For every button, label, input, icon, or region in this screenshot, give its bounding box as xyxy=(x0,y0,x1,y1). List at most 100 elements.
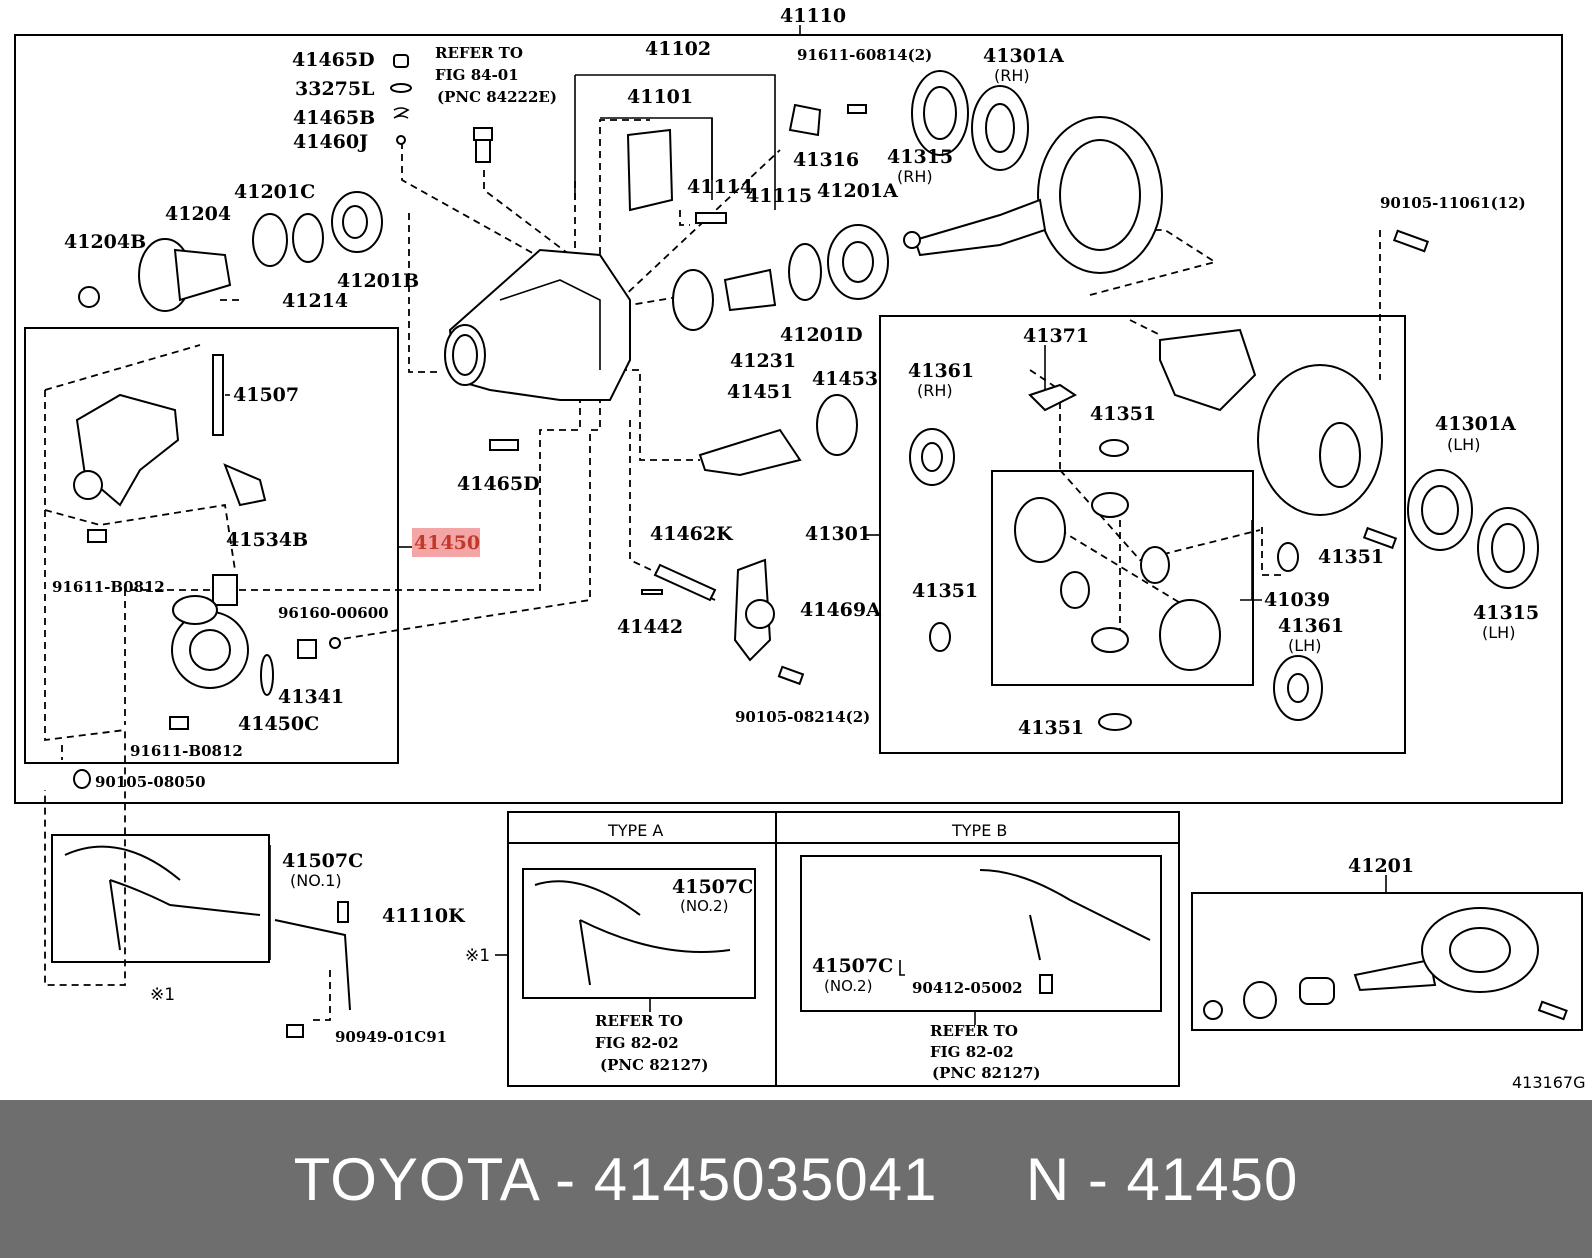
label-91611-60814: 91611-60814(2) xyxy=(797,46,932,64)
label-rh: (RH) xyxy=(897,167,933,186)
label-41371: 41371 xyxy=(1023,325,1089,347)
label-41507C-no1: 41507C xyxy=(282,850,363,872)
label-41351: 41351 xyxy=(1318,546,1384,568)
differential-carrier-icon xyxy=(444,248,631,401)
label-lh: (LH) xyxy=(1482,623,1515,642)
label-41201A: 41201A xyxy=(817,180,898,202)
type-b-inner-frame xyxy=(800,855,1162,1012)
label-41315-rh: 41315 xyxy=(887,146,953,168)
label-41316: 41316 xyxy=(793,149,859,171)
label-96160-00600: 96160-00600 xyxy=(278,604,389,622)
label-41351: 41351 xyxy=(912,580,978,602)
label-41460J: 41460J xyxy=(293,131,368,153)
label-90949-01C91: 90949-01C91 xyxy=(335,1028,447,1046)
label-41101: 41101 xyxy=(627,86,693,108)
label-41102: 41102 xyxy=(645,38,711,60)
label-90412-05002: 90412-05002 xyxy=(912,979,1023,997)
side-bearing-lh-icon xyxy=(1407,469,1539,589)
label-41451: 41451 xyxy=(727,381,793,403)
label-41351: 41351 xyxy=(1018,717,1084,739)
pinion-shaft-parts-icon xyxy=(672,224,889,331)
label-41114: 41114 xyxy=(687,176,753,198)
label-41351: 41351 xyxy=(1090,403,1156,425)
hose-detail-frame xyxy=(51,834,270,963)
bearing-cap-icon xyxy=(626,103,867,224)
ring-gear-icon xyxy=(903,116,1163,274)
refer-text: (PNC 84222E) xyxy=(437,88,557,106)
ring-pinion-set-icon xyxy=(1203,907,1568,1021)
ring-pinion-set-frame xyxy=(1191,892,1583,1031)
label-no2: (NO.2) xyxy=(680,897,728,915)
pinion-gears-frame xyxy=(991,470,1254,686)
actuator-icon xyxy=(73,354,341,789)
label-41469A: 41469A xyxy=(800,599,881,621)
label-41465D: 41465D xyxy=(292,49,375,71)
label-41341: 41341 xyxy=(278,686,344,708)
refer-text: REFER TO xyxy=(595,1012,683,1030)
diagram-code: 413167G xyxy=(1512,1073,1585,1092)
label-41465B: 41465B xyxy=(293,107,375,129)
label-41201C: 41201C xyxy=(234,181,315,203)
label-rh: (RH) xyxy=(994,66,1030,85)
type-table-frame xyxy=(507,811,1180,1087)
label-41110K: 41110K xyxy=(382,905,466,927)
label-no1: (NO.1) xyxy=(290,871,342,890)
label-41201D: 41201D xyxy=(780,324,863,346)
refer-text: REFER TO xyxy=(930,1022,1018,1040)
refer-text: FIG 84-01 xyxy=(435,66,519,84)
label-no2: (NO.2) xyxy=(824,977,872,995)
label-90105-11061: 90105-11061(12) xyxy=(1380,194,1526,212)
refer-text: (PNC 82127) xyxy=(932,1064,1041,1082)
label-41442: 41442 xyxy=(617,616,683,638)
type-a-header: TYPE A xyxy=(607,821,663,840)
type-a-inner-frame xyxy=(522,868,756,999)
label-41214: 41214 xyxy=(282,290,348,312)
label-41204: 41204 xyxy=(165,203,231,225)
main-assembly-frame xyxy=(14,34,1563,804)
label-41315-lh: 41315 xyxy=(1473,602,1539,624)
label-41115: 41115 xyxy=(746,185,812,207)
label-91611-B0812: 91611-B0812 xyxy=(130,742,243,760)
highlight-box xyxy=(412,528,480,557)
label-90105-08050: 90105-08050 xyxy=(95,773,206,791)
label-41204B: 41204B xyxy=(64,231,146,253)
label-41301A-rh: 41301A xyxy=(983,45,1064,67)
label-41507C-no2: 41507C xyxy=(812,955,893,977)
label-41534B: 41534B xyxy=(226,529,308,551)
switch-sensor-icon xyxy=(473,127,493,163)
actuator-subframe xyxy=(24,327,399,764)
label-41201: 41201 xyxy=(1348,855,1414,877)
label-33275L: 33275L xyxy=(295,78,374,100)
label-lh: (LH) xyxy=(1447,435,1480,454)
label-41450: 41450 xyxy=(414,532,480,554)
label-90105-08214: 90105-08214(2) xyxy=(735,708,870,726)
label-41301A-lh: 41301A xyxy=(1435,413,1516,435)
refer-text: FIG 82-02 xyxy=(930,1043,1014,1061)
label-41361-lh: 41361 xyxy=(1278,615,1344,637)
side-bearing-rh-icon xyxy=(911,70,1029,171)
parts-diagram: 41110 41465D 33275L 41465B 41460J REFER … xyxy=(14,5,1585,1092)
label-41301: 41301 xyxy=(805,523,871,545)
companion-flange-icon xyxy=(78,191,383,312)
type-b-header: TYPE B xyxy=(951,821,1007,840)
label-41465D: 41465D xyxy=(457,473,540,495)
label-41507: 41507 xyxy=(233,384,299,406)
label-41110: 41110 xyxy=(780,5,846,27)
label-41453: 41453 xyxy=(812,368,878,390)
label-lh: (LH) xyxy=(1288,636,1321,655)
differential-case-icon xyxy=(1159,328,1398,550)
label-41039: 41039 xyxy=(1264,589,1330,611)
label-41361-rh: 41361 xyxy=(908,360,974,382)
ring-gear-bolt-icon xyxy=(1392,229,1430,253)
spider-gears-icon xyxy=(909,383,1323,731)
label-41201B: 41201B xyxy=(337,270,419,292)
refer-text: FIG 82-02 xyxy=(595,1034,679,1052)
breather-hose-icon xyxy=(64,845,1151,1038)
refer-text: (PNC 82127) xyxy=(600,1056,709,1074)
label-41462K: 41462K xyxy=(650,523,734,545)
label-91611-B0812: 91611-B0812 xyxy=(52,578,165,596)
note-mark: ※1 xyxy=(150,985,175,1005)
label-rh: (RH) xyxy=(917,381,953,400)
label-41507C-no2: 41507C xyxy=(672,876,753,898)
footer-banner: TOYOTA - 4145035041 N - 41450 xyxy=(0,1100,1592,1258)
